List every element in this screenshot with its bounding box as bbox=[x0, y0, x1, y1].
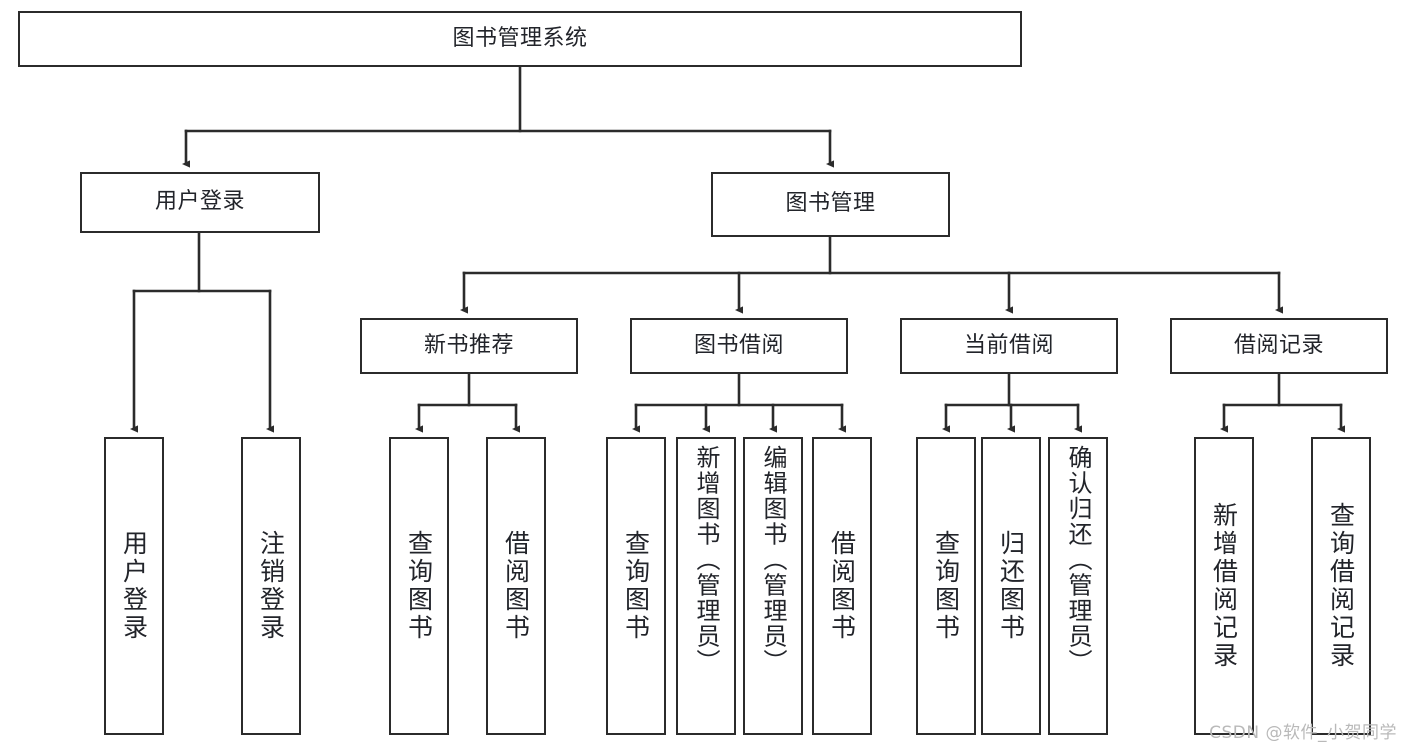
node-current-borrow-label: 当前借阅 bbox=[963, 332, 1054, 358]
node-user-login-label: 用户登录 bbox=[154, 189, 245, 215]
node-new-book-recommend[interactable]: 新书推荐 bbox=[360, 318, 578, 374]
node-new-book-recommend-label: 新书推荐 bbox=[423, 332, 514, 358]
leaf-confirm-return[interactable]: 确认归还（管理员） bbox=[1048, 437, 1108, 735]
leaf-query-book-3[interactable]: 查询图书 bbox=[916, 437, 976, 735]
node-root-label: 图书管理系统 bbox=[452, 25, 588, 51]
node-book-borrow[interactable]: 图书借阅 bbox=[630, 318, 848, 374]
leaf-add-book[interactable]: 新增图书（管理员） bbox=[676, 437, 736, 735]
leaf-query-book-1-label: 查询图书 bbox=[404, 530, 434, 642]
leaf-borrow-book-2[interactable]: 借阅图书 bbox=[812, 437, 872, 735]
node-book-borrow-label: 图书借阅 bbox=[693, 332, 784, 358]
leaf-edit-book-label: 编辑图书（管理员） bbox=[759, 445, 787, 675]
leaf-logout-login-label: 注销登录 bbox=[256, 530, 286, 642]
leaf-query-record-label: 查询借阅记录 bbox=[1326, 502, 1356, 670]
leaf-query-book-1[interactable]: 查询图书 bbox=[389, 437, 449, 735]
leaf-add-book-label: 新增图书（管理员） bbox=[692, 445, 720, 675]
node-root[interactable]: 图书管理系统 bbox=[18, 11, 1022, 67]
node-borrow-record[interactable]: 借阅记录 bbox=[1170, 318, 1388, 374]
leaf-borrow-book-1-label: 借阅图书 bbox=[501, 530, 531, 642]
leaf-query-book-2-label: 查询图书 bbox=[621, 530, 651, 642]
leaf-query-book-3-label: 查询图书 bbox=[931, 530, 961, 642]
leaf-user-login-label: 用户登录 bbox=[119, 530, 149, 642]
leaf-logout-login[interactable]: 注销登录 bbox=[241, 437, 301, 735]
leaf-user-login[interactable]: 用户登录 bbox=[104, 437, 164, 735]
leaf-query-record[interactable]: 查询借阅记录 bbox=[1311, 437, 1371, 735]
leaf-confirm-return-label: 确认归还（管理员） bbox=[1064, 445, 1092, 675]
leaf-borrow-book-2-label: 借阅图书 bbox=[827, 530, 857, 642]
leaf-return-book[interactable]: 归还图书 bbox=[981, 437, 1041, 735]
node-book-manage-label: 图书管理 bbox=[785, 191, 876, 217]
node-book-manage[interactable]: 图书管理 bbox=[711, 172, 950, 237]
leaf-add-record[interactable]: 新增借阅记录 bbox=[1194, 437, 1254, 735]
node-borrow-record-label: 借阅记录 bbox=[1233, 332, 1324, 358]
csdn-watermark: CSDN @软件_小贺同学 bbox=[1209, 723, 1397, 743]
leaf-borrow-book-1[interactable]: 借阅图书 bbox=[486, 437, 546, 735]
leaf-edit-book[interactable]: 编辑图书（管理员） bbox=[743, 437, 803, 735]
node-user-login[interactable]: 用户登录 bbox=[80, 172, 320, 233]
leaf-return-book-label: 归还图书 bbox=[996, 530, 1026, 642]
node-current-borrow[interactable]: 当前借阅 bbox=[900, 318, 1118, 374]
leaf-add-record-label: 新增借阅记录 bbox=[1209, 502, 1239, 670]
leaf-query-book-2[interactable]: 查询图书 bbox=[606, 437, 666, 735]
